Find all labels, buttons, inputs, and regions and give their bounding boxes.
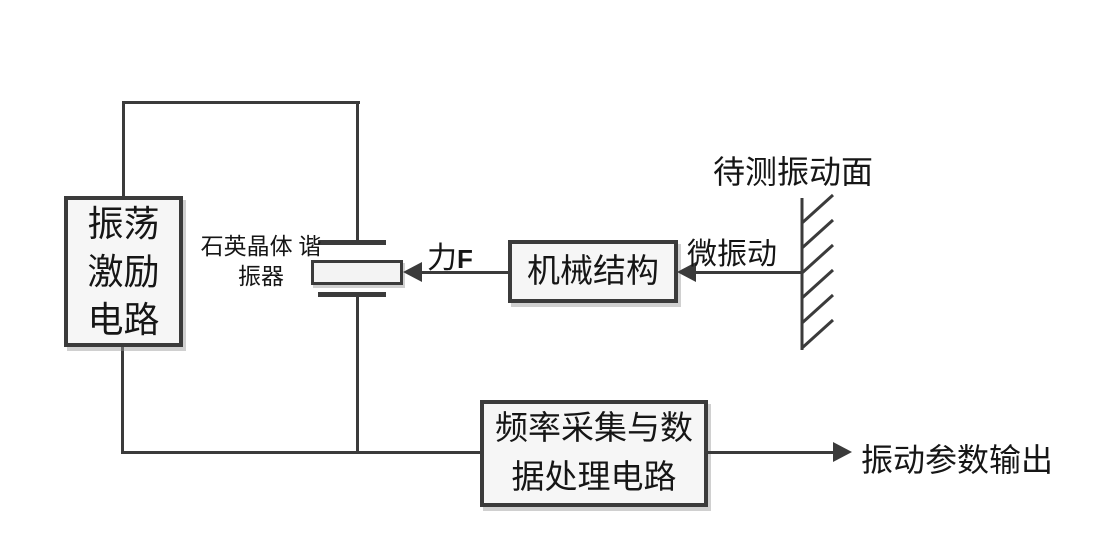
wall-hatch-2 [800, 218, 835, 250]
mechanical-label: 机械结构 [527, 253, 659, 290]
wire-top-horizontal [122, 101, 360, 104]
crystal-top-plate [318, 240, 386, 245]
wall-hatch-3 [800, 243, 835, 275]
target-surface-label: 待测振动面 [713, 154, 874, 190]
hatched-wall-icon [800, 193, 835, 350]
wall-hatch-1 [800, 193, 835, 225]
force-label-symbol: F [457, 244, 473, 274]
oscillator-label-line1: 振荡 [87, 203, 160, 244]
force-label-cn: 力 [427, 242, 457, 275]
force-arrowhead-icon [403, 262, 422, 282]
wire-oscillator-top-vertical [122, 101, 125, 198]
micro-vibration-arrowhead-icon [677, 262, 696, 282]
wall-hatch-5 [800, 293, 835, 325]
output-arrow-line [705, 451, 835, 454]
mechanical-structure-box: 机械结构 [508, 240, 678, 303]
force-arrow-line [418, 271, 510, 274]
micro-vibration-label: 微振动 [687, 238, 777, 271]
wall-hatch-6 [800, 318, 835, 350]
crystal-label-line2: 谐振器 [238, 234, 322, 289]
wire-oscillator-bottom-vertical [121, 345, 124, 454]
processing-label-line2: 据处理电路 [511, 459, 677, 496]
crystal-bottom-plate [318, 292, 386, 297]
force-label: 力F [427, 233, 473, 277]
oscillator-label-line3: 电路 [87, 299, 160, 340]
wire-crystal-bottom-vertical [356, 296, 359, 454]
oscillator-circuit-box: 振荡 激励 电路 [64, 196, 183, 347]
processing-circuit-box: 频率采集与数 据处理电路 [480, 400, 708, 507]
oscillator-label-line2: 激励 [87, 251, 160, 292]
output-arrowhead-icon [833, 442, 852, 462]
crystal-label: 石英晶体 谐振器 [193, 232, 329, 292]
micro-vibration-arrow-line [693, 271, 803, 274]
processing-label-line1: 频率采集与数 [495, 410, 693, 447]
quartz-crystal-body [311, 260, 403, 285]
wall-hatch-4 [800, 268, 835, 300]
wire-crystal-top-vertical [356, 101, 359, 242]
output-label: 振动参数输出 [861, 442, 1054, 478]
wire-bottom-horizontal [121, 451, 482, 454]
crystal-label-line1: 石英晶体 [200, 234, 293, 259]
